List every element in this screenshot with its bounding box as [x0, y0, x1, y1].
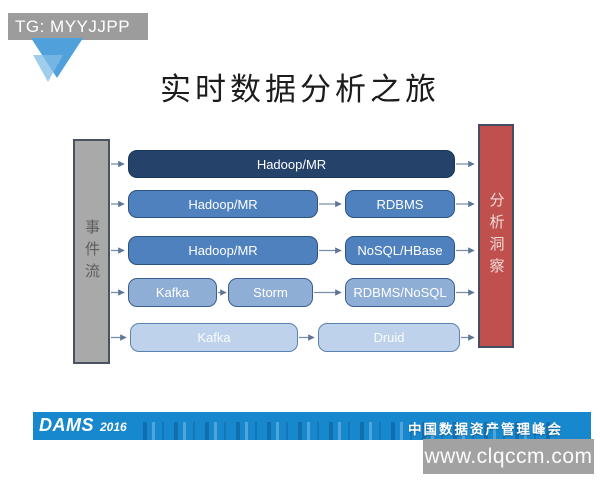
- flow-box-hadoop-mr-rdbms: Hadoop/MR: [128, 190, 318, 218]
- dams-logo-year: 2016: [100, 420, 127, 434]
- insight-label: 分析洞察: [487, 192, 505, 280]
- triangle-logo-icon: [31, 38, 83, 82]
- conference-title: 中国数据资产管理峰会: [408, 422, 563, 437]
- flow-box-rdbms-nosql: RDBMS/NoSQL: [345, 278, 455, 307]
- flow-box-rdbms: RDBMS: [345, 190, 455, 218]
- flow-box-label: Hadoop/MR: [188, 243, 258, 258]
- flow-box-hadoop-mr-batch: Hadoop/MR: [128, 150, 455, 178]
- flow-box-label: Druid: [373, 330, 405, 345]
- flow-box-label: RDBMS: [376, 196, 424, 212]
- flow-box-kafka: Kafka: [128, 278, 217, 307]
- event-stream-label: 事件流: [83, 218, 100, 285]
- dams-logo: DAMS 2016: [39, 415, 127, 436]
- flow-box-label: Hadoop/MR: [256, 156, 327, 172]
- insight-bar: 分析洞察: [478, 124, 514, 348]
- flow-box-label: NoSQL/HBase: [357, 243, 443, 258]
- event-stream-bar: 事件流: [73, 139, 110, 364]
- flow-box-label: Storm: [253, 285, 288, 300]
- watermark-badge: www.clqccm.com: [423, 439, 594, 474]
- flow-box-label: Kafka: [197, 330, 231, 345]
- flow-box-nosql-hbase: NoSQL/HBase: [345, 236, 455, 265]
- tg-badge-label: TG: MYYJJPP: [15, 16, 131, 36]
- flow-box-storm: Storm: [228, 278, 313, 307]
- watermark-url: www.clqccm.com: [424, 444, 593, 468]
- flow-box-druid: Druid: [318, 323, 460, 352]
- tg-badge: TG: MYYJJPP: [8, 13, 148, 40]
- flow-box-hadoop-mr-nosql: Hadoop/MR: [128, 236, 318, 265]
- skyline-silhouette: [143, 422, 551, 440]
- page-title: 实时数据分析之旅: [160, 72, 440, 107]
- flow-box-label: Kafka: [155, 285, 190, 300]
- footer-bar: DAMS 2016 中国数据资产管理峰会: [33, 412, 591, 440]
- flow-box-label: Hadoop/MR: [188, 196, 258, 212]
- flow-box-kafka-druid: Kafka: [130, 323, 298, 352]
- dams-logo-text: DAMS: [39, 415, 94, 435]
- flow-box-label: RDBMS/NoSQL: [353, 285, 447, 300]
